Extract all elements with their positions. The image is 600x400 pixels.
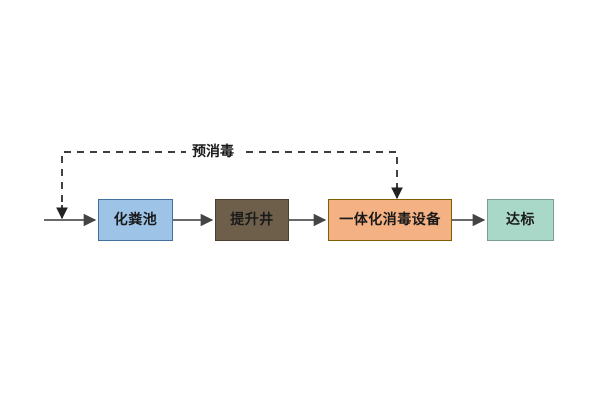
node-integrated-disinfection-equipment[interactable]: 一体化消毒设备: [328, 199, 452, 241]
edge-label-pre-disinfection-text: 预消毒: [192, 144, 234, 160]
node-meets-standard[interactable]: 达标: [487, 199, 554, 241]
node-integrated-disinfection-equipment-label: 一体化消毒设备: [339, 212, 441, 228]
node-lift-well-label: 提升井: [230, 212, 274, 228]
node-septic-tank-label: 化粪池: [113, 212, 158, 228]
node-septic-tank[interactable]: 化粪池: [98, 199, 173, 241]
node-lift-well[interactable]: 提升井: [215, 199, 289, 241]
edge-label-pre-disinfection: 预消毒: [186, 145, 240, 159]
node-meets-standard-label: 达标: [506, 212, 535, 228]
